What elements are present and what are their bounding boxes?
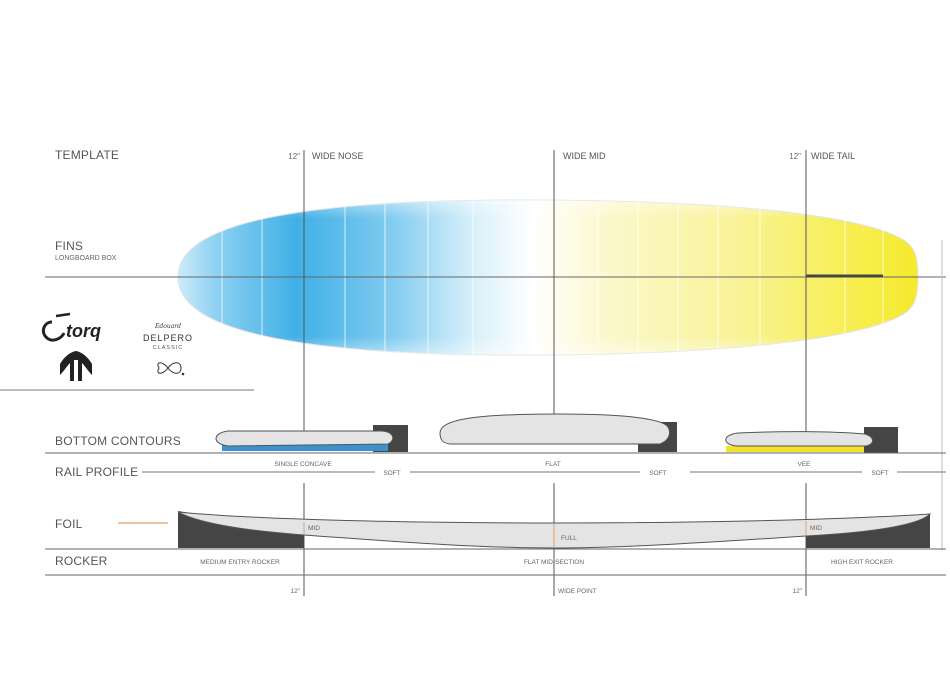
delpero-label: DELPERO <box>143 333 193 343</box>
contour-mid-label: FLAT <box>545 461 560 468</box>
nose-measure-label: 12" <box>288 152 300 161</box>
rail-nose-label: SOFT <box>383 470 400 477</box>
wide-nose-label: WIDE NOSE <box>312 151 364 161</box>
wide-tail-label: WIDE TAIL <box>811 151 855 161</box>
rail-mid-label: SOFT <box>649 470 666 477</box>
rocker-mid-label: FLAT MID-SECTION <box>524 559 584 566</box>
bottom-tail-measure: 12" <box>792 588 802 595</box>
wide-mid-label: WIDE MID <box>563 151 606 161</box>
torq-logo-text: torq <box>66 321 101 341</box>
foil-mid-label: FULL <box>561 535 577 542</box>
section-label-rocker: ROCKER <box>55 554 108 568</box>
contour-tail-label: VEE <box>797 461 811 468</box>
contour-tail <box>725 427 898 453</box>
delpero-signature: Edouard <box>154 323 181 330</box>
section-label-rail-profile: RAIL PROFILE <box>55 465 138 479</box>
foil-tail-label: MID <box>810 525 822 532</box>
foil-nose-label: MID <box>308 525 320 532</box>
contour-nose <box>215 425 408 452</box>
tail-measure-label: 12" <box>789 152 801 161</box>
manta-ray-logo-icon <box>60 351 92 381</box>
delpero-logo: Edouard DELPERO CLASSIC <box>143 323 193 351</box>
rocker-nose-label: MEDIUM ENTRY ROCKER <box>200 559 280 566</box>
bottom-nose-measure: 12" <box>290 588 300 595</box>
section-label-bottom-contours: BOTTOM CONTOURS <box>55 434 181 448</box>
contour-mid <box>439 413 677 452</box>
torq-logo-icon: torq <box>41 312 101 342</box>
contour-nose-label: SINGLE CONCAVE <box>274 461 332 468</box>
section-label-fins: FINS <box>55 239 83 253</box>
wide-point-label: WIDE POINT <box>558 588 597 595</box>
rail-tail-label: SOFT <box>871 470 888 477</box>
infinity-logo-icon <box>157 362 185 376</box>
classic-label: CLASSIC <box>153 345 184 351</box>
section-label-foil: FOIL <box>55 517 83 531</box>
section-sublabel-fins: LONGBOARD BOX <box>55 255 117 262</box>
rocker-tail-label: HIGH EXIT ROCKER <box>831 559 893 566</box>
section-label-template: TEMPLATE <box>55 148 119 162</box>
foil-markers <box>303 521 807 547</box>
